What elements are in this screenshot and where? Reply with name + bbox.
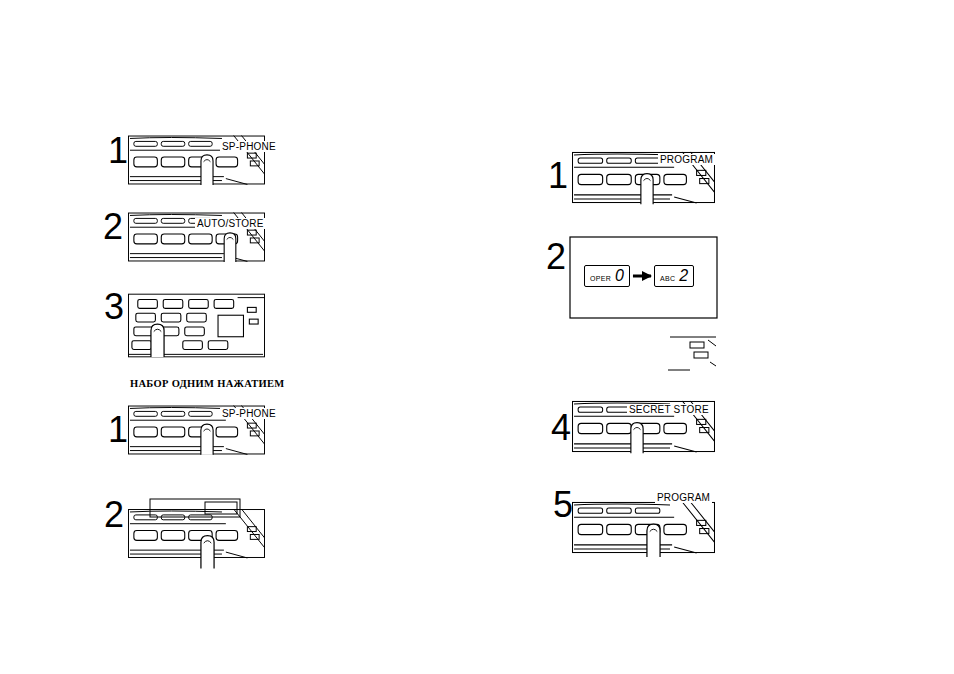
key-letters: ABC: [660, 275, 675, 282]
step-number: 3: [104, 287, 124, 327]
key-button: OPER 0: [584, 265, 630, 287]
step-number: 1: [548, 156, 568, 196]
button-panel: [128, 213, 265, 262]
instruction-frame: [570, 237, 717, 318]
button-panel: [573, 502, 715, 557]
step-number: 1: [108, 410, 128, 450]
step-number: 5: [553, 485, 573, 525]
sequence-arrow: [633, 275, 651, 278]
button-label: SP-PHONE: [220, 408, 278, 419]
button-label: SECRET STORE: [627, 404, 711, 415]
step-number: 2: [546, 237, 566, 277]
step-number: 2: [103, 207, 123, 247]
button-label: PROGRAM: [655, 492, 712, 503]
button-label: SP-PHONE: [220, 141, 278, 152]
key-digit: 2: [679, 267, 688, 285]
display-panel: [128, 499, 265, 568]
section-heading: НАБОР ОДНИМ НАЖАТИЕМ: [130, 378, 284, 390]
button-icon: [668, 337, 716, 370]
key-letters: OPER: [590, 275, 611, 282]
key-button: ABC 2: [654, 265, 694, 287]
step-number: 2: [104, 495, 124, 535]
key-digit: 0: [615, 267, 624, 285]
button-panel: [573, 152, 715, 204]
button-panel: [573, 401, 715, 453]
step-number: 4: [551, 408, 571, 448]
keypad-panel: [128, 294, 265, 357]
button-label: PROGRAM: [658, 154, 715, 165]
step-number: 1: [108, 131, 128, 171]
button-label: AUTO/STORE: [195, 218, 266, 229]
